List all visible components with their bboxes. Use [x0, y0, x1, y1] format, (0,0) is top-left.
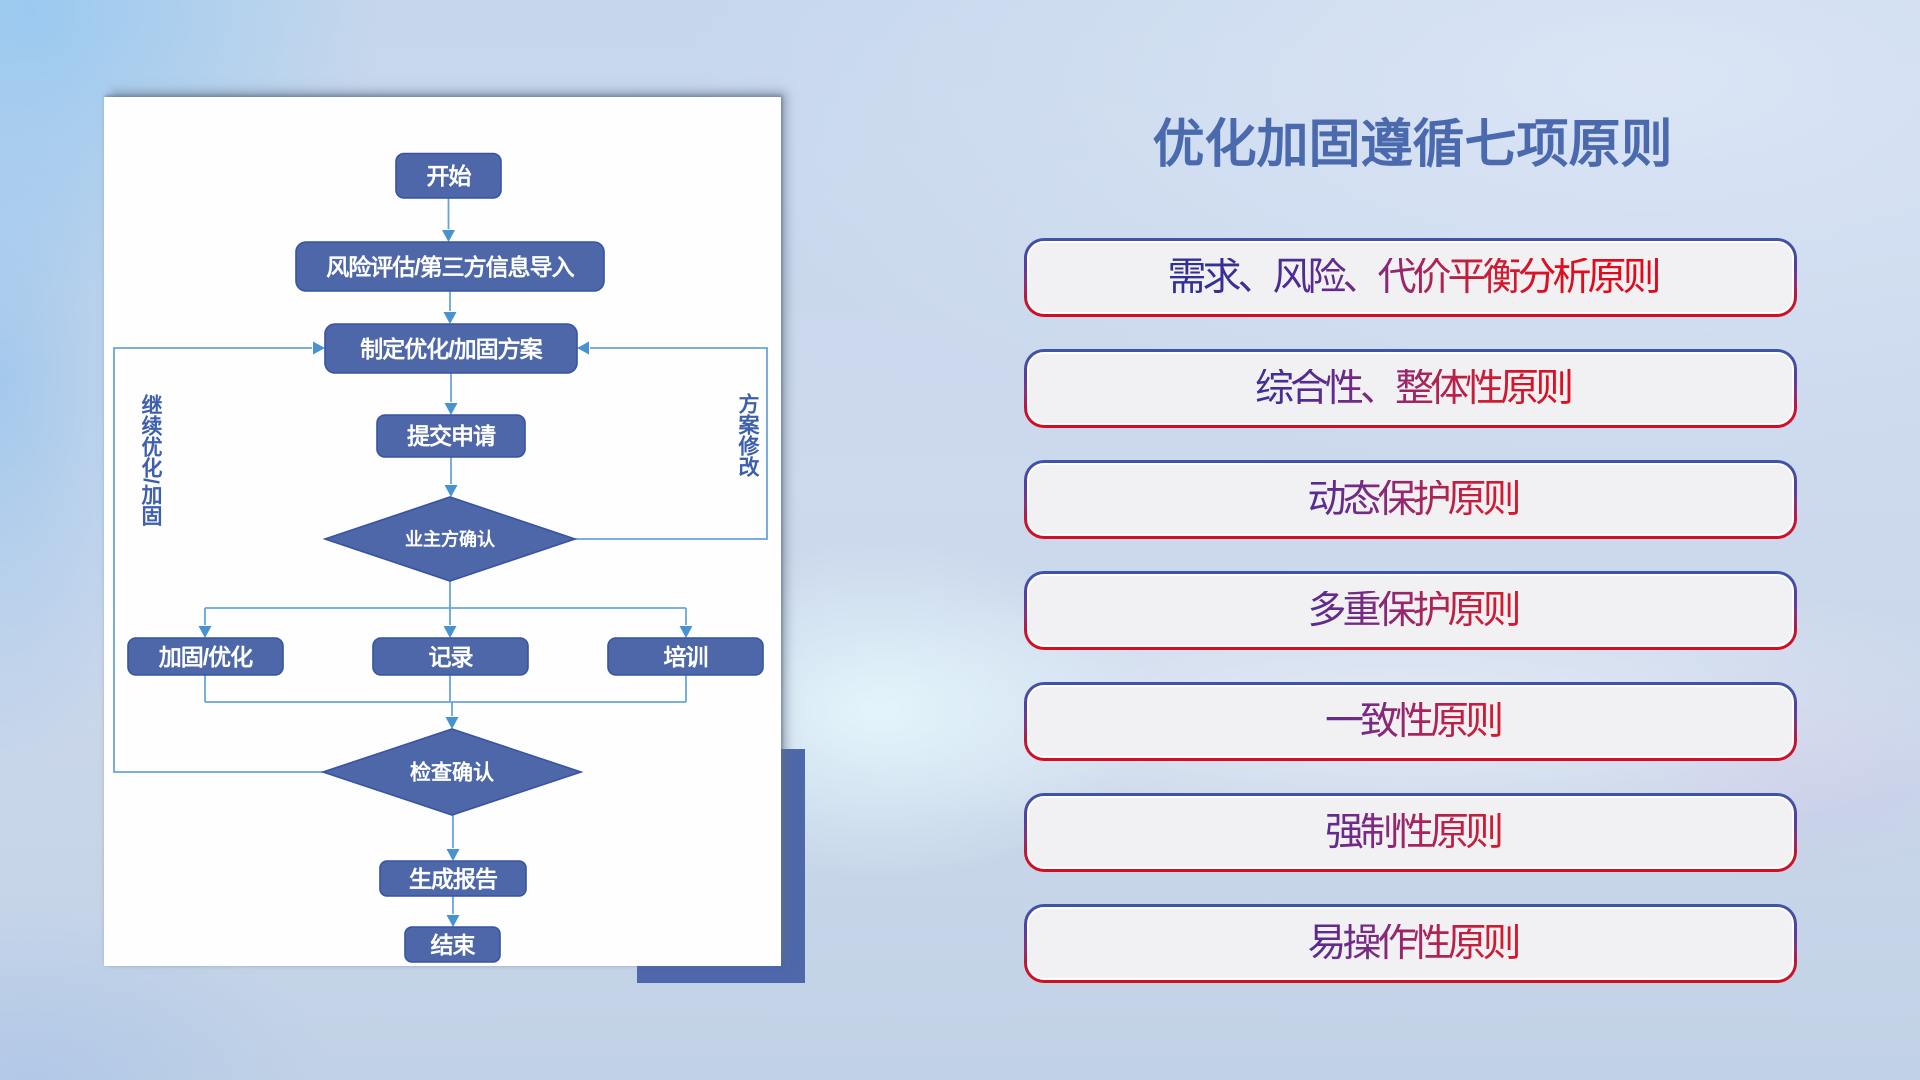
svg-text:制定优化/加固方案: 制定优化/加固方案 — [360, 336, 543, 362]
svg-text:生成报告: 生成报告 — [409, 866, 498, 892]
svg-text:风险评估/第三方信息导入: 风险评估/第三方信息导入 — [326, 254, 574, 280]
svg-text:结束: 结束 — [431, 932, 477, 958]
svg-text:加固/优化: 加固/优化 — [158, 644, 253, 670]
svg-text:开始: 开始 — [427, 163, 472, 189]
svg-text:检查确认: 检查确认 — [410, 761, 494, 785]
svg-text:记录: 记录 — [429, 644, 474, 670]
svg-text:提交申请: 提交申请 — [407, 423, 496, 449]
svg-text:业主方确认: 业主方确认 — [405, 529, 496, 550]
svg-text:培训: 培训 — [664, 644, 708, 670]
